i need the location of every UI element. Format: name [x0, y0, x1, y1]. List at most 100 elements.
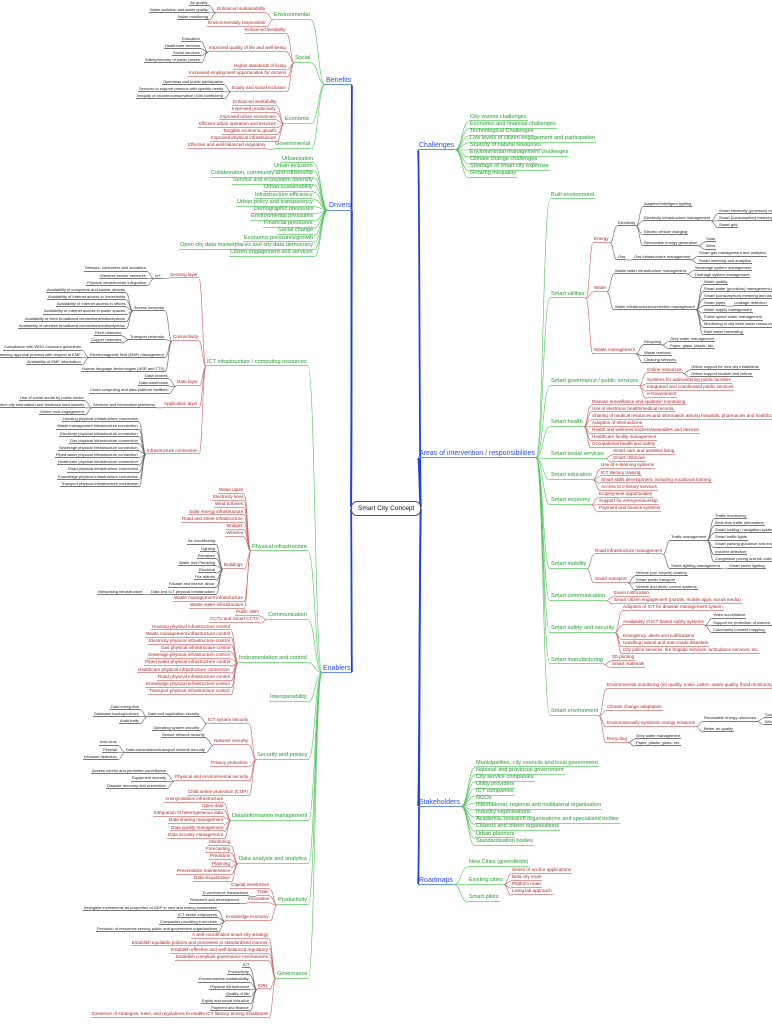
- connector: [627, 575, 636, 584]
- topic-healthcare-physical-infrastructure-conne: Healthcare physical infrastructure conne…: [57, 459, 139, 466]
- topic-fire-alarms: Fire alarms: [194, 574, 217, 581]
- connector: [535, 426, 551, 459]
- topic-healthcare-physical-infrastructure-conne: Healthcare physical infrastructure conne…: [137, 666, 231, 674]
- topic-electricity-physical-infrastructure-cont: Electricity physical infrastructure cont…: [148, 637, 231, 645]
- topic-living-lab-approach: Living lab approach: [511, 888, 553, 896]
- topic-employment-opportunities: Employment opportunities: [598, 490, 654, 498]
- topic-paper-glass-plastic-etc: Paper, glass, plastic, etc.: [669, 342, 716, 349]
- connector: [454, 149, 470, 179]
- topic-physical-infrastructure: Physical infrastructure: [209, 983, 251, 990]
- topic-grey-water-management: Grey water management: [635, 733, 682, 740]
- topic-data-security-management: Data security management: [167, 831, 224, 839]
- topic-smart-transport: Smart transport: [594, 575, 628, 583]
- topic-knowledge-physical-infrastructure-contro: Knowledge physical infrastructure contro…: [145, 680, 231, 688]
- connector: [121, 335, 130, 340]
- connector: [313, 210, 329, 258]
- connector: [682, 369, 691, 374]
- connector: [208, 5, 217, 14]
- topic-smart-electricity-provision-management-a: Smart electricity (provision) management…: [718, 208, 772, 215]
- topic-wind-turbines: Wind turbines: [214, 501, 245, 509]
- topic-research-and-development: Research and development: [189, 897, 240, 904]
- connector: [81, 357, 90, 366]
- topic-smart-routing-navigation-systems: Smart routing / navigation systems: [714, 528, 772, 534]
- topic-education: Education: [181, 35, 201, 42]
- connector: [690, 259, 699, 264]
- topic-improved-urban-economies: Improved urban economies: [219, 113, 277, 121]
- topic-water-pollution-and-water-quality: Water pollution and water quality: [149, 6, 209, 13]
- topic-online-city-information-and-feedback-mec: Online city information and feedback mec…: [0, 402, 86, 409]
- connector: [166, 781, 175, 789]
- topic-technological-challenges: Technological Challenges: [469, 127, 535, 136]
- connector: [249, 989, 258, 1012]
- topic-governance: Governance: [276, 970, 309, 979]
- topic-smart-metering-and-analytics: Smart metering and analytics: [698, 257, 752, 264]
- topic-economic-pressures-growth: Economic pressures/growth: [243, 234, 315, 243]
- connector: [627, 742, 636, 747]
- connector: [265, 12, 274, 21]
- connector: [248, 723, 257, 761]
- connector: [535, 457, 551, 717]
- topic-innovation: Innovation: [247, 896, 271, 904]
- connector: [585, 298, 594, 355]
- connector: [243, 551, 252, 610]
- topic-ict-system-security: ICT system security: [207, 716, 250, 724]
- connector: [215, 569, 224, 588]
- topic-smart-pilots: Smart pilots: [468, 894, 500, 903]
- topic-data-centres: Data centres: [144, 373, 169, 380]
- topic-preventative-maintenance: Preventative maintenance: [176, 867, 232, 875]
- topic-grey-water-management: Grey water management: [669, 335, 716, 342]
- topic-ict-sector-employees: ICT sector employees: [177, 911, 218, 919]
- connector: [310, 84, 326, 150]
- connector: [695, 726, 704, 733]
- connector: [307, 662, 323, 674]
- topic-water-infrastructure-connection-manageme: Water infrastructure/connection manageme…: [614, 303, 696, 310]
- connector: [307, 551, 323, 674]
- topic-citizen-engagement-and-services: Citizen engagement and services: [229, 249, 314, 257]
- topic-establish-effective-and-well-balanced-re: Establish effective and well-balanced re…: [170, 946, 269, 954]
- topic-systems-for-administering-public-facilit: Systems for administering public facilit…: [646, 377, 732, 385]
- topic-water-quality: Water quality: [703, 278, 729, 286]
- topic-air-conditioning: Air conditioning: [187, 538, 217, 545]
- topic-transport-networks: Transport networks: [129, 333, 166, 340]
- connector: [635, 225, 644, 247]
- connector: [286, 51, 295, 64]
- connector: [606, 273, 615, 293]
- connector: [265, 19, 274, 28]
- topic-data-and-application-security: Data and application security: [147, 710, 201, 717]
- topic-physical-and-environmental-security: Physical and environmental security: [174, 774, 250, 782]
- topic-knowledge-physical-infrastructure-connec: Knowledge physical infrastructure connec…: [57, 473, 140, 480]
- connector: [276, 105, 285, 125]
- connector: [268, 978, 277, 1019]
- connector: [598, 715, 607, 744]
- connector: [710, 213, 719, 222]
- topic-compliance-with-who-exposure-guidelines: Compliance with WHO exposure guidelines: [3, 344, 82, 351]
- topic-iot: IoT: [154, 272, 162, 279]
- topic-trade: Trade: [256, 889, 270, 897]
- topic-economic: Economic: [284, 116, 311, 124]
- topic-availability-of-computers-and-similar-de: Availability of computers and similar de…: [46, 286, 127, 294]
- topic-road-and-street-infrastructure: Road and street infrastructure: [181, 515, 244, 523]
- topic-use-of-electronic-health-medical-records: Use of electronic health/medical records: [591, 405, 675, 413]
- topic-e-government: e-Government: [646, 391, 678, 399]
- topic-database-backup-mirrors: Database backup/mirrors: [93, 710, 140, 717]
- connector: [313, 163, 329, 211]
- topic-existing-cities: Existing cities: [468, 876, 504, 885]
- topic-water-pipes: Water pipes: [218, 487, 245, 494]
- topic-services-to-support-persons-with-specifi: Services to support persons with specifi…: [138, 85, 225, 92]
- topic-infrastructure-efficiency: Infrastructure efficiency: [254, 191, 314, 200]
- connector: [198, 341, 207, 367]
- topic-openness-and-public-participation: Openness and public participation: [162, 78, 225, 85]
- topic-service-and-ecosystem-diversity: Service and ecosystem diversity: [232, 177, 314, 186]
- topic-new-cities-greenfields: New Cities (greenfields): [468, 858, 530, 867]
- topic-social-services: Social services: [172, 49, 201, 57]
- topic-availability-of-ict-based-safety-systems: Availability of ICT based safety systems: [622, 618, 705, 626]
- topic-improved-physical-infrastructure: Improved physical infrastructure: [210, 135, 278, 142]
- connector: [199, 723, 208, 732]
- topic-smart-manufacturing: Smart manufacturing: [550, 656, 604, 665]
- topic-international-regional-and-multilateral-: International, regional and multilateral…: [475, 802, 603, 811]
- topic-knowledge-economy: Knowledge economy: [225, 914, 270, 922]
- topic-physical-infrastructure-integration: Physical infrastructure integration: [86, 279, 148, 286]
- topic-online-support-tourism-and-culture: Online support tourism and culture: [690, 371, 754, 378]
- topic-inequity-of-income-consumption-gini-coef: Inequity of income/consumption (Gini coe…: [136, 92, 225, 100]
- connector: [230, 845, 239, 865]
